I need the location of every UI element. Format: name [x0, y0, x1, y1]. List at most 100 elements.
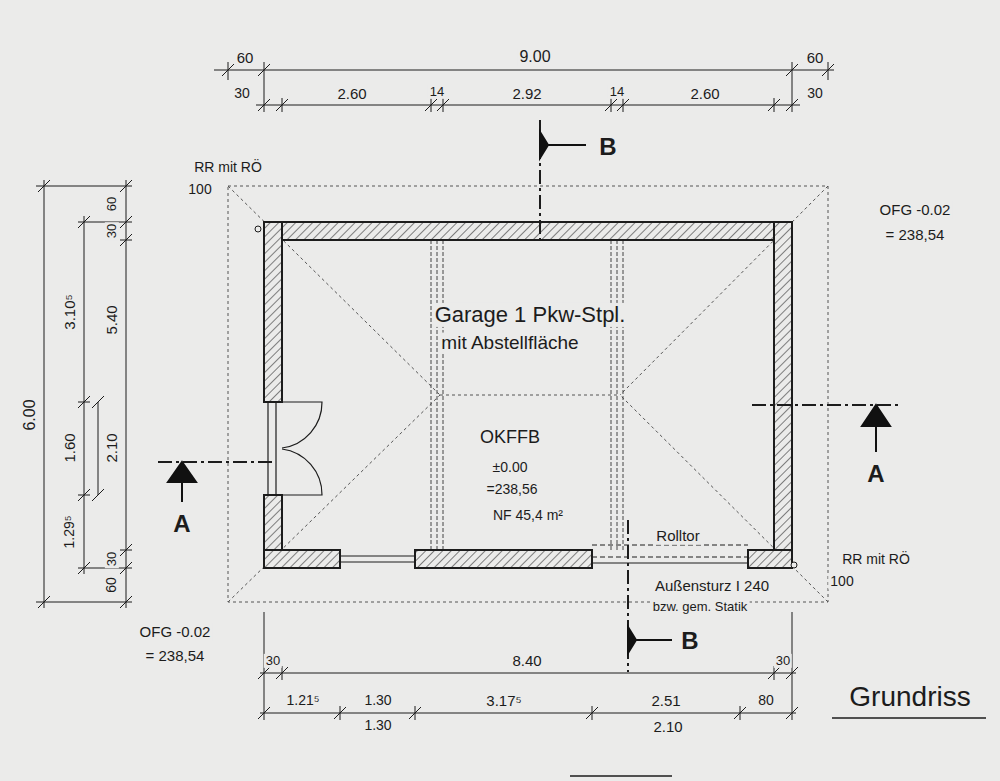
- roller-door: [592, 545, 748, 563]
- level-value: ±0.00: [491, 460, 530, 475]
- dimension-text: B: [679, 628, 700, 654]
- plan-line: [258, 99, 270, 111]
- plan-line: [38, 180, 50, 192]
- dimension-line: [258, 612, 798, 720]
- plan-line: [748, 550, 792, 568]
- dimension-text: 1.30: [362, 693, 393, 708]
- dimension-text: RR mit RÖ: [192, 160, 264, 175]
- plan-line: [120, 562, 132, 574]
- plan-line: [617, 240, 618, 552]
- plan-line: [611, 240, 612, 552]
- plan-line: [78, 489, 90, 501]
- dimension-text: 5.40: [104, 303, 121, 336]
- roof-outline: [228, 186, 828, 602]
- plan-line: [617, 99, 629, 111]
- door: [268, 402, 322, 495]
- plan-line: [786, 99, 798, 111]
- plan-line: [264, 222, 282, 402]
- dimension-text: A: [171, 511, 192, 537]
- plan-line: [437, 99, 449, 111]
- drawing-title: Grundriss: [847, 682, 972, 713]
- level-value: =238,56: [485, 482, 540, 497]
- dimension-text: OFG -0.02: [138, 624, 213, 641]
- plan-line: [258, 707, 270, 719]
- plan-line: [734, 707, 746, 719]
- plan-line: [786, 667, 798, 679]
- section-line: [158, 120, 902, 672]
- plan-line: [264, 222, 792, 240]
- plan-line: [120, 596, 132, 608]
- plan-line: [228, 395, 440, 602]
- dimension-text: 1.29⁵: [62, 513, 77, 550]
- dimension-text: 2.10: [104, 431, 121, 464]
- plan-line: [628, 639, 672, 641]
- plan-line: [620, 186, 828, 395]
- plan-line: [440, 395, 620, 396]
- dimension-text: A: [865, 461, 886, 487]
- plan-line: [126, 180, 127, 608]
- plan-line: [340, 556, 415, 557]
- plan-line: [282, 402, 322, 448]
- plan-line: [92, 489, 104, 501]
- dimension-text: 30: [264, 654, 282, 668]
- plan-line: [605, 99, 617, 111]
- plan-line: [592, 563, 748, 564]
- dimension-text: 2.92: [510, 86, 543, 103]
- room: Garage 1 Pkw-Stpl. mit AbstellflächeOKFFB…: [282, 240, 776, 550]
- plan-line: [620, 395, 828, 602]
- dimension-text: 60: [805, 50, 826, 67]
- plan-line: [228, 186, 828, 602]
- plan-line: [623, 240, 624, 552]
- plan-line: [255, 226, 261, 232]
- plan-line: [44, 180, 45, 608]
- plan-line: [768, 667, 780, 679]
- plan-line: [267, 402, 268, 495]
- plan-line: [875, 426, 877, 452]
- dimension-text: 30: [232, 86, 252, 101]
- plan-line: [282, 449, 322, 495]
- node-title: Garage 1 Pkw-Stpl.: [433, 303, 628, 327]
- plan-line: [586, 707, 598, 719]
- dimension-text: RR mit RÖ: [840, 552, 912, 567]
- plan-line: [334, 707, 346, 719]
- plan-line: [431, 240, 432, 552]
- dimension-text: 30: [105, 222, 119, 240]
- plan-line: [275, 402, 276, 495]
- plan-line: [862, 405, 890, 426]
- dimension-text: 6.00: [21, 397, 39, 432]
- plan-line: [786, 707, 798, 719]
- level-mark: OKFFB: [478, 428, 542, 448]
- dimension-text: 30: [774, 654, 792, 668]
- plan-line: [222, 64, 234, 76]
- plan-line: [120, 180, 132, 192]
- dimension-text: Rolltor: [654, 528, 701, 545]
- roof-beam: [431, 240, 623, 552]
- floor-area: NF 45,4 m²: [491, 508, 565, 523]
- dimension-text: 14: [428, 85, 446, 99]
- node-subtitle: mit Abstellfläche: [439, 333, 580, 354]
- dimension-text: = 238,54: [144, 648, 207, 665]
- plan-line: [98, 402, 99, 495]
- window: [340, 550, 415, 568]
- plan-line: [92, 396, 104, 408]
- plan-line: [443, 240, 444, 552]
- plan-line: [78, 216, 90, 228]
- plan-line: [158, 461, 272, 463]
- plan-line: [78, 562, 90, 574]
- dimension-text: 80: [756, 693, 776, 708]
- plan-line: [84, 216, 85, 574]
- plan-line: [768, 99, 780, 111]
- plan-line: [425, 99, 437, 111]
- dimension-text: 3.17⁵: [484, 693, 523, 710]
- plan-line: [36, 602, 132, 603]
- dimension-text: 30: [105, 550, 119, 568]
- dimension-text: 3.10⁵: [62, 292, 79, 331]
- dimension-line: [36, 180, 132, 608]
- plan-line: [228, 186, 440, 395]
- plan-line: [340, 550, 341, 568]
- plan-line: [415, 550, 592, 568]
- plan-line: [774, 222, 792, 568]
- plan-line: [36, 186, 132, 187]
- plan-line: [256, 105, 800, 106]
- plan-line: [181, 482, 183, 502]
